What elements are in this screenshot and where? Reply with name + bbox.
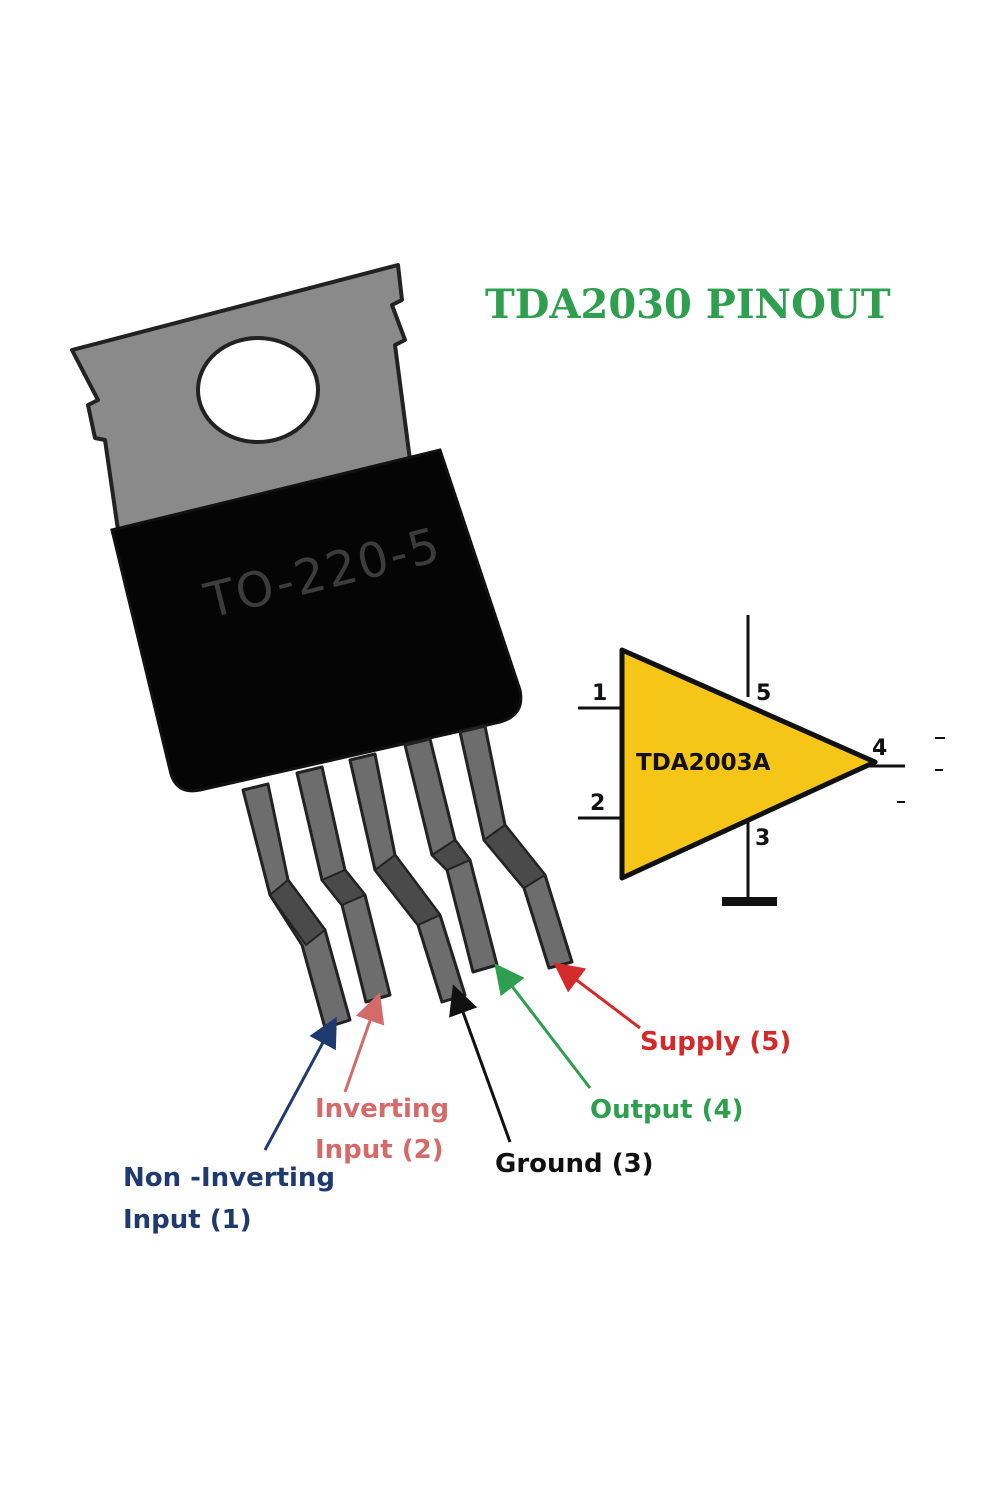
- mounting-hole: [196, 336, 320, 444]
- pin-number-2: 2: [590, 791, 605, 816]
- amplifier-triangle: [619, 647, 878, 881]
- arrow-pin-2: [343, 992, 385, 1093]
- label-non-inverting-line1: Non -Inverting: [123, 1163, 335, 1193]
- arrow-pin-4: [494, 963, 592, 1089]
- label-inverting-line1: Inverting: [315, 1094, 449, 1124]
- arrow-pin-3: [449, 984, 512, 1143]
- chip-label: TDA2003A: [636, 750, 771, 776]
- to220-package: TO-220-5: [70, 263, 574, 1030]
- pin-number-4: 4: [872, 736, 887, 761]
- arrow-pin-5: [553, 962, 641, 1030]
- pin-number-1: 1: [592, 681, 607, 706]
- label-ground: Ground (3): [495, 1149, 654, 1179]
- pin-2-lead: [295, 765, 392, 1004]
- pin-number-5: 5: [756, 681, 771, 706]
- diagram-title: TDA2030 PINOUT: [485, 281, 891, 328]
- pin-number-3: 3: [755, 826, 770, 851]
- package-body: [110, 448, 523, 793]
- label-inverting-line2: Input (2): [315, 1135, 444, 1165]
- arrow-pin-1: [263, 1016, 337, 1151]
- label-output: Output (4): [590, 1095, 744, 1125]
- label-supply: Supply (5): [640, 1027, 791, 1057]
- pin-1-lead: [241, 782, 352, 1030]
- ground-symbol: [722, 897, 777, 906]
- label-non-inverting-line2: Input (1): [123, 1205, 252, 1235]
- pin-5-lead: [458, 724, 574, 970]
- amplifier-symbol: TDA2003A 1 2 3 4 5: [578, 615, 945, 906]
